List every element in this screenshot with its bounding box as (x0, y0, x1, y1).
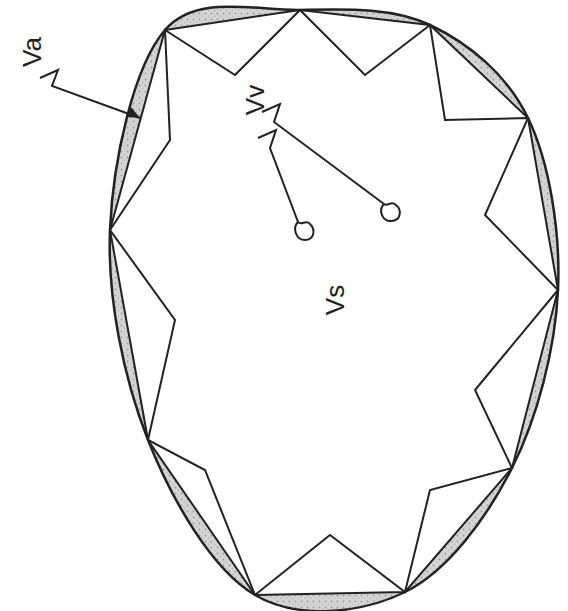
void-blob (295, 222, 313, 240)
grain-aggregate (110, 7, 559, 611)
water-film (110, 7, 559, 611)
void-blob (381, 203, 400, 221)
volume-label: Vs (322, 285, 348, 315)
arrowhead (126, 107, 140, 118)
volume-label: Va (19, 37, 45, 67)
leader-line (258, 130, 298, 222)
leader-line (262, 104, 384, 204)
volume-label: Vv (242, 85, 268, 115)
leader-line (40, 70, 140, 118)
aggregate-outline (110, 7, 559, 611)
